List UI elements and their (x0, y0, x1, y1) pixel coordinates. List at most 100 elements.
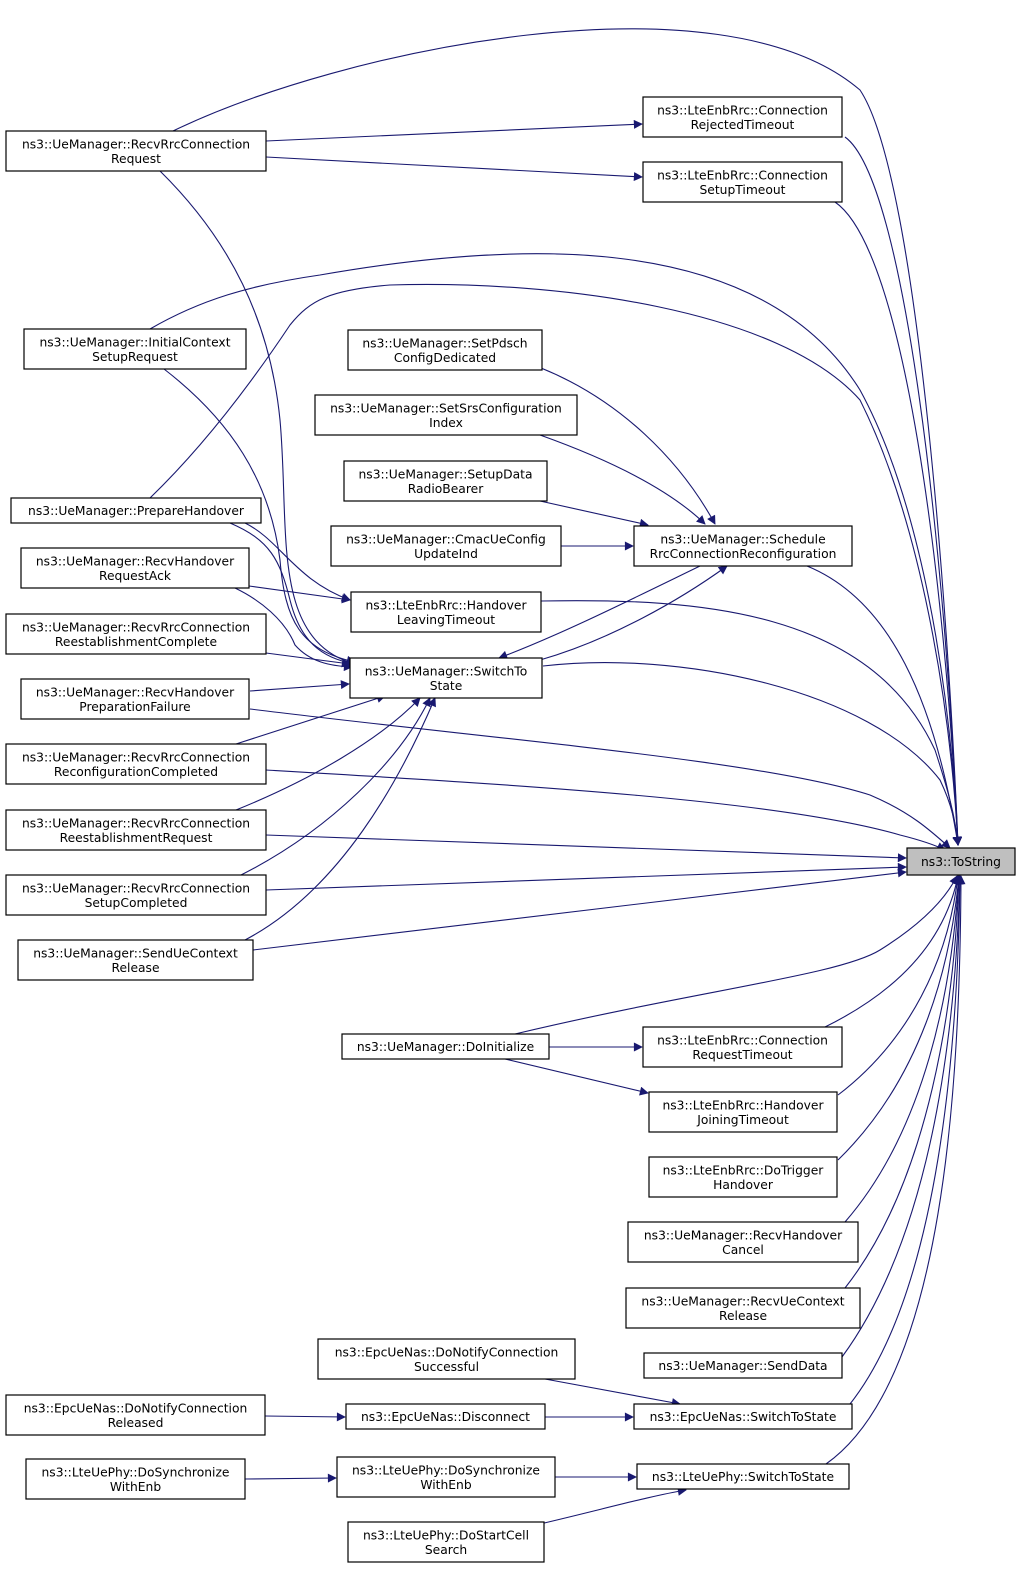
node-label-line: ns3::UeManager::Schedule (660, 532, 825, 546)
node-conn-rejected-timeout[interactable]: ns3::LteEnbRrc::ConnectionRejectedTimeou… (642, 96, 843, 138)
node-phy-switch-to-state[interactable]: ns3::LteUePhy::SwitchToState (636, 1463, 850, 1490)
node-recv-reestablishment-request[interactable]: ns3::UeManager::RecvRrcConnectionReestab… (5, 809, 267, 851)
node-label-line: RequestTimeout (692, 1048, 792, 1062)
node-recv-reestablishment-complete[interactable]: ns3::UeManager::RecvRrcConnectionReestab… (5, 613, 267, 655)
node-label-line: ns3::UeManager::PrepareHandover (28, 504, 245, 518)
node-box (349, 657, 543, 699)
edge-recv_rrc_conn_request-conn_setup_timeout (265, 156, 643, 182)
node-nas-notify-successful[interactable]: ns3::EpcUeNas::DoNotifyConnectionSuccess… (317, 1338, 576, 1380)
node-label-line: ns3::LteUePhy::DoStartCell (363, 1528, 529, 1542)
node-send-data[interactable]: ns3::UeManager::SendData (643, 1352, 843, 1379)
node-label-line: ns3::UeManager::SendData (658, 1359, 827, 1373)
node-box (314, 394, 578, 436)
edge-recv_handover_prep_failure-tostring (249, 708, 951, 849)
edge-recv_reestablishment_request-tostring (265, 834, 907, 863)
node-box (345, 1403, 546, 1430)
node-label-line: ns3::UeManager::CmacUeConfig (346, 532, 546, 546)
node-label-line: ns3::UeManager::SetSrsConfiguration (330, 401, 562, 415)
node-box (5, 613, 267, 655)
node-do-initialize[interactable]: ns3::UeManager::DoInitialize (341, 1033, 550, 1060)
node-box (347, 1521, 545, 1563)
node-label-line: ns3::UeManager::RecvUeContext (641, 1294, 844, 1308)
node-recv-setup-completed[interactable]: ns3::UeManager::RecvRrcConnectionSetupCo… (5, 874, 267, 916)
edge-nas_notify_successful-nas_switch_to_state (544, 1378, 681, 1407)
nodes-layer: ns3::ToStringns3::UeManager::RecvRrcConn… (5, 96, 1016, 1563)
node-label-line: SetupRequest (92, 350, 178, 364)
node-recv-reconf-completed[interactable]: ns3::UeManager::RecvRrcConnectionReconfi… (5, 743, 267, 785)
edge-recv_reconf_completed-switch_to_state (235, 694, 386, 745)
edge-phy_do_start_cell_search-phy_switch_to_state (539, 1486, 687, 1525)
node-recv-handover-prep-failure[interactable]: ns3::UeManager::RecvHandoverPreparationF… (20, 678, 250, 720)
node-label-line: ReestablishmentRequest (60, 831, 213, 845)
edge-nas_notify_released-nas_disconnect (264, 1412, 346, 1422)
node-label-line: ReestablishmentComplete (55, 635, 217, 649)
edge-conn_rejected_timeout-tostring (844, 136, 963, 846)
edge-recv_rrc_conn_request-conn_rejected_timeout (265, 119, 643, 142)
node-label-line: ns3::EpcUeNas::SwitchToState (650, 1410, 837, 1424)
edge-do_initialize-tostring (514, 875, 958, 1035)
node-label-line: ns3::LteEnbRrc::Handover (662, 1098, 824, 1112)
node-label-line: ns3::LteUePhy::DoSynchronize (352, 1463, 540, 1477)
node-box (23, 328, 247, 370)
node-box (10, 497, 262, 524)
node-switch-to-state[interactable]: ns3::UeManager::SwitchToState (349, 657, 543, 699)
node-box (648, 1156, 838, 1198)
node-box (636, 1463, 850, 1490)
node-schedule-rrc-reconf[interactable]: ns3::UeManager::ScheduleRrcConnectionRec… (633, 525, 853, 567)
node-box (633, 525, 853, 567)
node-label-line: LeavingTimeout (397, 613, 495, 627)
node-label-line: WithEnb (110, 1480, 161, 1494)
node-nas-notify-released[interactable]: ns3::EpcUeNas::DoNotifyConnectionRelease… (5, 1394, 266, 1436)
node-initial-context-setup[interactable]: ns3::UeManager::InitialContextSetupReque… (23, 328, 247, 370)
edge-recv_rrc_conn_request-switch_to_state (159, 170, 356, 667)
node-label-line: ns3::UeManager::RecvHandover (644, 1228, 843, 1242)
node-label-line: State (430, 679, 463, 693)
node-label-line: RejectedTimeout (691, 118, 795, 132)
node-label-line: RequestAck (99, 569, 172, 583)
edge-handover_leaving_timeout-tostring (540, 600, 962, 846)
edge-send_ue_context_release-switch_to_state (244, 697, 436, 941)
node-prepare-handover[interactable]: ns3::UeManager::PrepareHandover (10, 497, 262, 524)
node-label-line: ns3::UeManager::SwitchTo (365, 664, 527, 678)
node-label-line: Release (719, 1309, 767, 1323)
node-label-line: WithEnb (420, 1478, 471, 1492)
edge-handover_joining_timeout-tostring (837, 875, 962, 1096)
edge-recv_setup_completed-tostring (265, 862, 907, 891)
node-box (906, 847, 1016, 876)
edge-switch_to_state-tostring (542, 662, 962, 846)
node-nas-switch-to-state[interactable]: ns3::EpcUeNas::SwitchToState (633, 1403, 853, 1430)
node-label-line: ConfigDedicated (394, 351, 496, 365)
node-label-line: ns3::EpcUeNas::DoNotifyConnection (24, 1401, 248, 1415)
node-label-line: ns3::EpcUeNas::Disconnect (361, 1410, 530, 1424)
node-label-line: ns3::UeManager::RecvRrcConnection (22, 881, 250, 895)
node-label-line: ns3::UeManager::RecvRrcConnection (22, 750, 250, 764)
node-box (648, 1091, 838, 1133)
node-label-line: Handover (713, 1178, 774, 1192)
edge-prepare_handover-switch_to_state (229, 522, 356, 668)
node-box (343, 460, 548, 502)
edge-phy_do_sync_left-phy_do_sync_mid (244, 1473, 337, 1483)
node-tostring[interactable]: ns3::ToString (906, 847, 1016, 876)
edge-setup_data_radio_bearer-schedule_rrc_reconf (539, 500, 649, 528)
node-nas-disconnect[interactable]: ns3::EpcUeNas::Disconnect (345, 1403, 546, 1430)
node-label-line: ns3::UeManager::SendUeContext (33, 946, 238, 960)
edge-conn_request_timeout-tostring (824, 875, 961, 1028)
